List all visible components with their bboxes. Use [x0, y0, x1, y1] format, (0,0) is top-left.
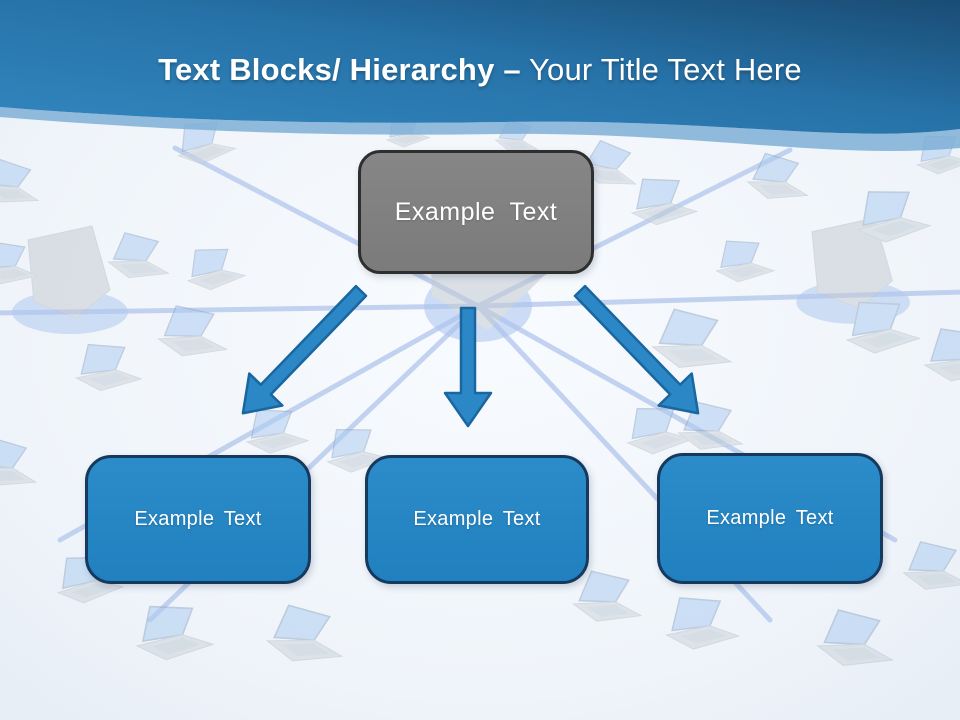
slide-title-regular: Your Title Text Here	[520, 52, 802, 87]
slide-title: Text Blocks/ Hierarchy – Your Title Text…	[0, 52, 960, 88]
down-right-arrow-icon	[573, 284, 700, 415]
child-text-block-2: Example Text	[365, 455, 589, 584]
down-arrow-icon	[443, 306, 493, 428]
connector-arrows	[241, 284, 700, 428]
child-text-block-3: Example Text	[657, 453, 883, 584]
header-underwave	[0, 107, 960, 152]
root-text-block-label: Example Text	[394, 197, 558, 226]
child-text-block-3-label: Example Text	[706, 507, 834, 529]
down-left-arrow-icon	[241, 284, 368, 415]
child-text-block-1: Example Text	[85, 455, 311, 584]
slide-title-bold: Text Blocks/ Hierarchy –	[158, 52, 521, 87]
child-text-block-2-label: Example Text	[413, 508, 541, 530]
child-text-block-1-label: Example Text	[134, 508, 262, 530]
root-text-block: Example Text	[358, 150, 594, 274]
header-band	[0, 0, 960, 134]
